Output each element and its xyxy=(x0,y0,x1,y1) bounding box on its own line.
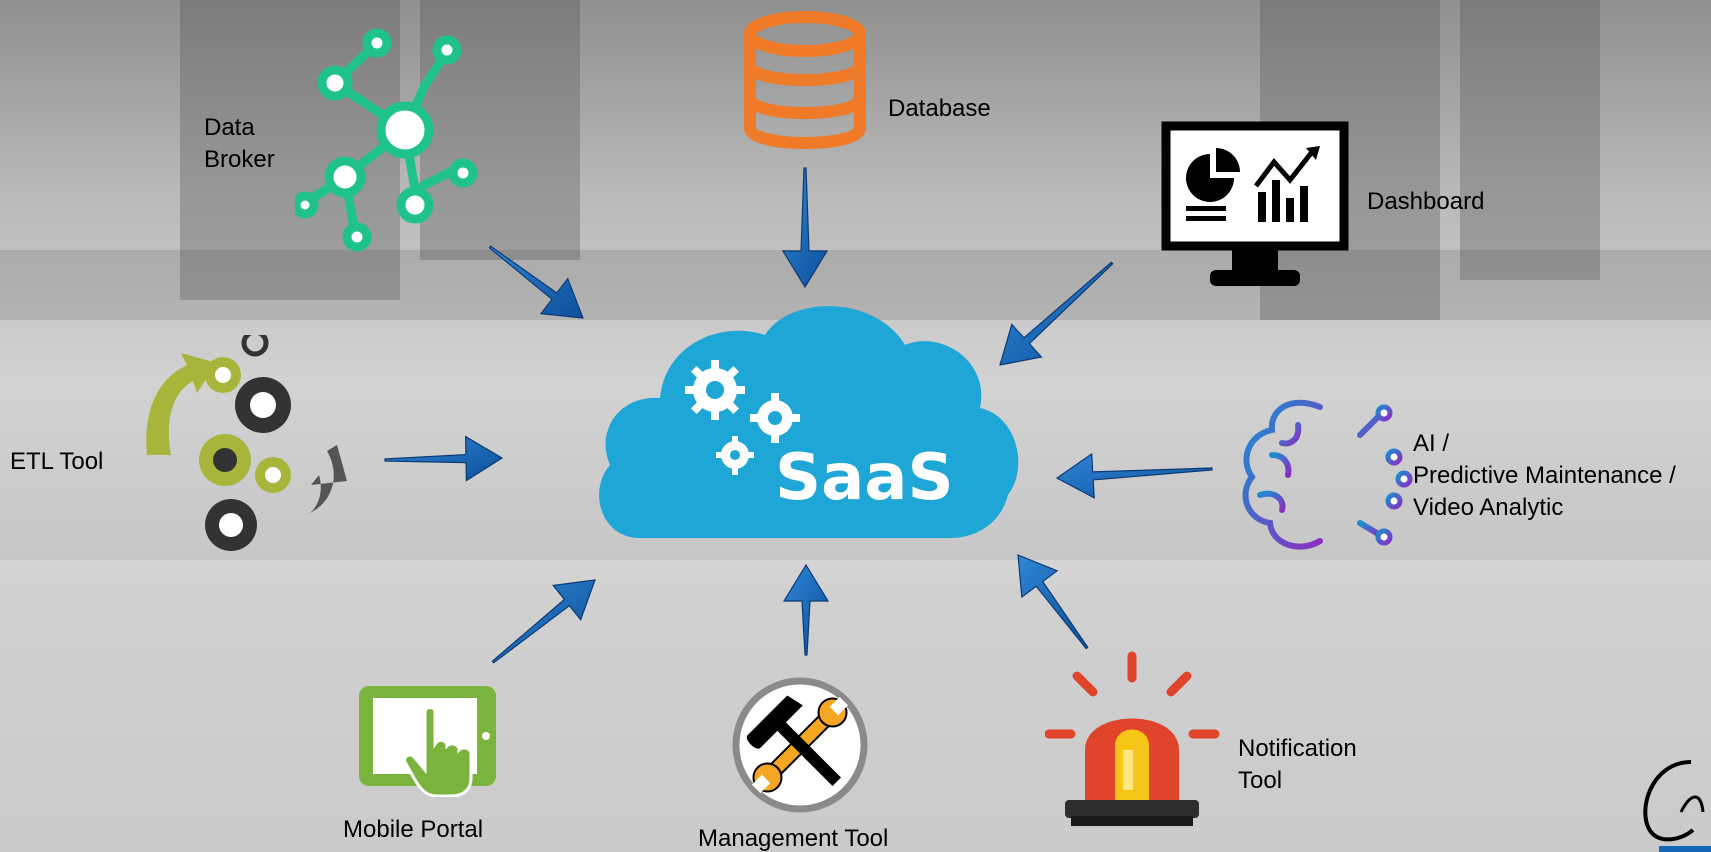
dashboard-label: Dashboard xyxy=(1367,188,1485,215)
arrow-data-broker xyxy=(488,245,584,319)
mobile-portal-label: Mobile Portal xyxy=(343,816,484,843)
saas-label: SaaS xyxy=(775,441,954,515)
notification-tool-label-line2: Tool xyxy=(1238,767,1283,794)
database-label: Database xyxy=(888,95,991,122)
gears-icon xyxy=(125,335,370,555)
arrow-notification xyxy=(1017,554,1089,650)
database-icon xyxy=(740,10,870,155)
management-tool-label: Management Tool xyxy=(698,825,889,852)
arrow-dashboard xyxy=(999,261,1114,366)
arrow-database xyxy=(781,167,829,289)
ai-label-line3: Video Analytic xyxy=(1413,494,1564,521)
brain-circuit-icon xyxy=(1230,395,1415,555)
arrow-mobile xyxy=(491,579,596,664)
corner-logo xyxy=(1643,760,1711,852)
ai-label-line2: Predictive Maintenance / xyxy=(1413,462,1676,489)
network-icon xyxy=(295,25,495,255)
arrow-management xyxy=(782,563,830,656)
data-broker-label-line1: Data xyxy=(204,114,255,141)
arrow-etl xyxy=(384,435,504,482)
etl-tool-label: ETL Tool xyxy=(10,448,104,475)
arrow-ai xyxy=(1055,452,1213,499)
data-broker-label-line2: Broker xyxy=(204,146,275,173)
ai-label-line1: AI / xyxy=(1413,430,1450,457)
alarm-siren-icon xyxy=(1045,650,1220,830)
tablet-touch-icon xyxy=(355,682,500,797)
wrench-hammer-icon xyxy=(730,675,870,815)
saas-cloud-icon xyxy=(590,290,1020,550)
monitor-chart-icon xyxy=(1160,120,1350,295)
notification-tool-label-line1: Notification xyxy=(1238,735,1357,762)
